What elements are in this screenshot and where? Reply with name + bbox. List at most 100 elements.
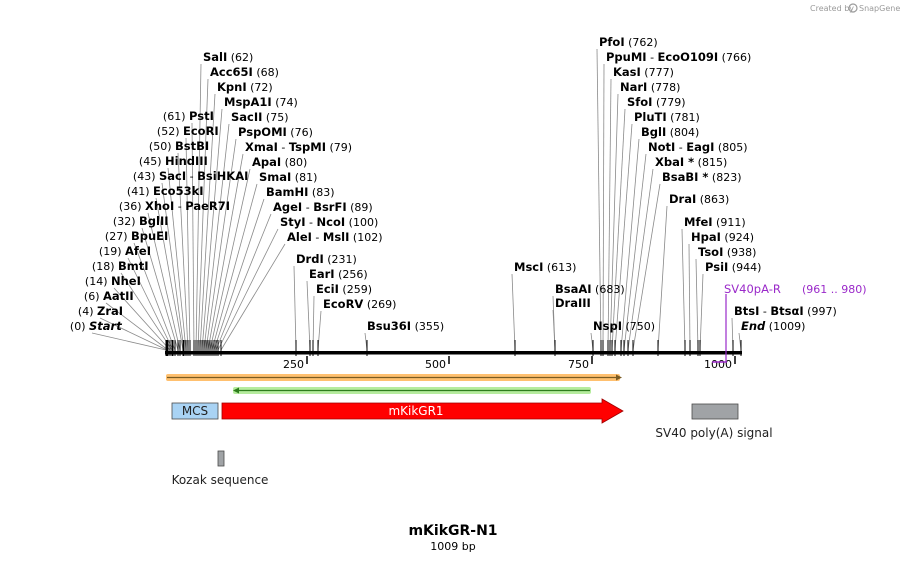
leader-eco53ki bbox=[155, 197, 184, 351]
leader-sacii bbox=[203, 123, 230, 351]
site-btsi[interactable]: BtsI - BtsαI (997) bbox=[734, 304, 837, 318]
site-nari[interactable]: NarI (778) bbox=[620, 80, 680, 94]
site-saci[interactable]: (43) SacI - BsiHKAI bbox=[133, 169, 248, 183]
site-start[interactable]: (0) Start bbox=[70, 319, 122, 333]
site-nspi[interactable]: NspI (750) bbox=[593, 319, 655, 333]
site-label-nari: NarI (778) bbox=[620, 80, 680, 94]
site-msci[interactable]: MscI (613) bbox=[514, 260, 576, 274]
site-apai[interactable]: ApaI (80) bbox=[252, 155, 307, 169]
site-label-hpai: HpaI (924) bbox=[691, 230, 754, 244]
site-ppumi[interactable]: PpuMI - EcoO109I (766) bbox=[606, 50, 751, 64]
site-drai[interactable]: DraI (863) bbox=[669, 192, 729, 206]
feature-mcs[interactable]: MCS bbox=[171, 402, 219, 420]
site-noti[interactable]: NotI - EagI (805) bbox=[648, 140, 748, 154]
site-position: (27) bbox=[105, 230, 131, 243]
site-drdi[interactable]: DrdI (231) bbox=[296, 252, 357, 266]
site-label-pluti: PluTI (781) bbox=[634, 110, 700, 124]
site-label-bmti: (18) BmtI bbox=[92, 259, 149, 273]
site-name: MspA1I bbox=[224, 95, 272, 109]
site-kpni[interactable]: KpnI (72) bbox=[217, 80, 273, 94]
site-ecii[interactable]: EciI (259) bbox=[316, 282, 372, 296]
site-zrai[interactable]: (4) ZraI bbox=[78, 304, 123, 318]
site-position: (75) bbox=[262, 111, 288, 124]
site-name: AatII bbox=[103, 289, 134, 303]
site-label-xbai: XbaI * (815) bbox=[655, 155, 727, 169]
feature-kozak[interactable]: Kozak sequence bbox=[172, 450, 269, 487]
site-aatii[interactable]: (6) AatII bbox=[84, 289, 134, 303]
site-bpuei[interactable]: (27) BpuEI bbox=[105, 229, 168, 243]
site-ecorv[interactable]: EcoRV (269) bbox=[323, 297, 396, 311]
site-agei[interactable]: AgeI - BsrFI (89) bbox=[273, 200, 373, 214]
site-smai[interactable]: SmaI (81) bbox=[259, 170, 317, 184]
site-afei[interactable]: (19) AfeI bbox=[99, 244, 151, 258]
site-tsoi[interactable]: TsoI (938) bbox=[698, 245, 756, 259]
backbone-bar bbox=[165, 351, 742, 355]
site-pfoi[interactable]: PfoI (762) bbox=[599, 35, 658, 49]
feature-mkikgr1-cds[interactable]: mKikGR1 bbox=[221, 398, 624, 424]
site-eco53ki[interactable]: (41) Eco53kI bbox=[127, 184, 204, 198]
site-separator: - bbox=[675, 141, 686, 154]
primer-sv40pa-r[interactable]: SV40pA-R (961 .. 980) bbox=[712, 282, 867, 363]
site-acc65i[interactable]: Acc65I (68) bbox=[210, 65, 279, 79]
site-position: (102) bbox=[349, 231, 382, 244]
site-name: SmaI bbox=[259, 170, 291, 184]
site-end[interactable]: End (1009) bbox=[741, 319, 805, 333]
site-position: (45) bbox=[139, 155, 165, 168]
site-position: (613) bbox=[543, 261, 576, 274]
site-label-draiii: DraIII bbox=[555, 296, 591, 310]
site-position: (18) bbox=[92, 260, 118, 273]
site-xhoi[interactable]: (36) XhoI - PaeR7I bbox=[119, 199, 230, 213]
site-sali[interactable]: SalI (62) bbox=[203, 50, 253, 64]
site-name: StyI bbox=[280, 215, 306, 229]
leader-sfoi bbox=[611, 108, 626, 351]
site-mfei[interactable]: MfeI (911) bbox=[684, 215, 746, 229]
leader-xbai bbox=[627, 168, 654, 351]
site-bgli[interactable]: BglI (804) bbox=[641, 125, 699, 139]
site-kasi[interactable]: KasI (777) bbox=[613, 65, 674, 79]
site-position: (804) bbox=[666, 126, 699, 139]
site-position: (815) bbox=[694, 156, 727, 169]
site-hindiii[interactable]: (45) HindIII bbox=[139, 154, 208, 168]
site-xbai[interactable]: XbaI * (815) bbox=[655, 155, 727, 169]
site-styi[interactable]: StyI - NcoI (100) bbox=[280, 215, 378, 229]
site-position: (68) bbox=[253, 66, 279, 79]
site-sfoi[interactable]: SfoI (779) bbox=[627, 95, 686, 109]
site-name: PspOMI bbox=[238, 125, 287, 139]
site-psii[interactable]: PsiI (944) bbox=[705, 260, 761, 274]
site-name: BtsI bbox=[734, 304, 759, 318]
orf-arrows bbox=[166, 374, 622, 394]
site-draiii[interactable]: DraIII bbox=[555, 296, 591, 310]
site-xmai[interactable]: XmaI - TspMI (79) bbox=[245, 140, 352, 154]
site-mspa1i[interactable]: MspA1I (74) bbox=[224, 95, 298, 109]
minor-ticks bbox=[165, 340, 742, 356]
site-pluti[interactable]: PluTI (781) bbox=[634, 110, 700, 124]
feature-sv40-polya[interactable]: SV40 poly(A) signal bbox=[655, 403, 773, 440]
site-psti[interactable]: (61) PstI bbox=[163, 109, 214, 123]
site-pspomi[interactable]: PspOMI (76) bbox=[238, 125, 313, 139]
ruler: 250 500 750 1000 bbox=[283, 356, 736, 371]
site-label-apai: ApaI (80) bbox=[252, 155, 307, 169]
site-bglii[interactable]: (32) BglII bbox=[113, 214, 169, 228]
site-ecori[interactable]: (52) EcoRI bbox=[157, 124, 219, 138]
site-name: NotI bbox=[648, 140, 675, 154]
site-label-bsu36i: Bsu36I (355) bbox=[367, 319, 444, 333]
leader-kasi bbox=[607, 78, 612, 351]
site-eari[interactable]: EarI (256) bbox=[309, 267, 368, 281]
site-bsabi[interactable]: BsaBI * (823) bbox=[662, 170, 742, 184]
site-bsaai[interactable]: BsaAI (683) bbox=[555, 282, 625, 296]
site-bsu36i[interactable]: Bsu36I (355) bbox=[367, 319, 444, 333]
site-alei[interactable]: AleI - MslI (102) bbox=[287, 230, 382, 244]
site-label-sfoi: SfoI (779) bbox=[627, 95, 686, 109]
site-hpai[interactable]: HpaI (924) bbox=[691, 230, 754, 244]
site-name: SalI bbox=[203, 50, 227, 64]
site-nhei[interactable]: (14) NheI bbox=[85, 274, 141, 288]
map-title: mKikGR-N1 1009 bp bbox=[408, 523, 497, 553]
site-bamhi[interactable]: BamHI (83) bbox=[266, 185, 335, 199]
site-bstbi[interactable]: (50) BstBI bbox=[149, 139, 209, 153]
site-position: (32) bbox=[113, 215, 139, 228]
site-sacii[interactable]: SacII (75) bbox=[231, 110, 289, 124]
site-bmti[interactable]: (18) BmtI bbox=[92, 259, 149, 273]
site-name: BamHI bbox=[266, 185, 308, 199]
site-position: (14) bbox=[85, 275, 111, 288]
site-name: PfoI bbox=[599, 35, 625, 49]
